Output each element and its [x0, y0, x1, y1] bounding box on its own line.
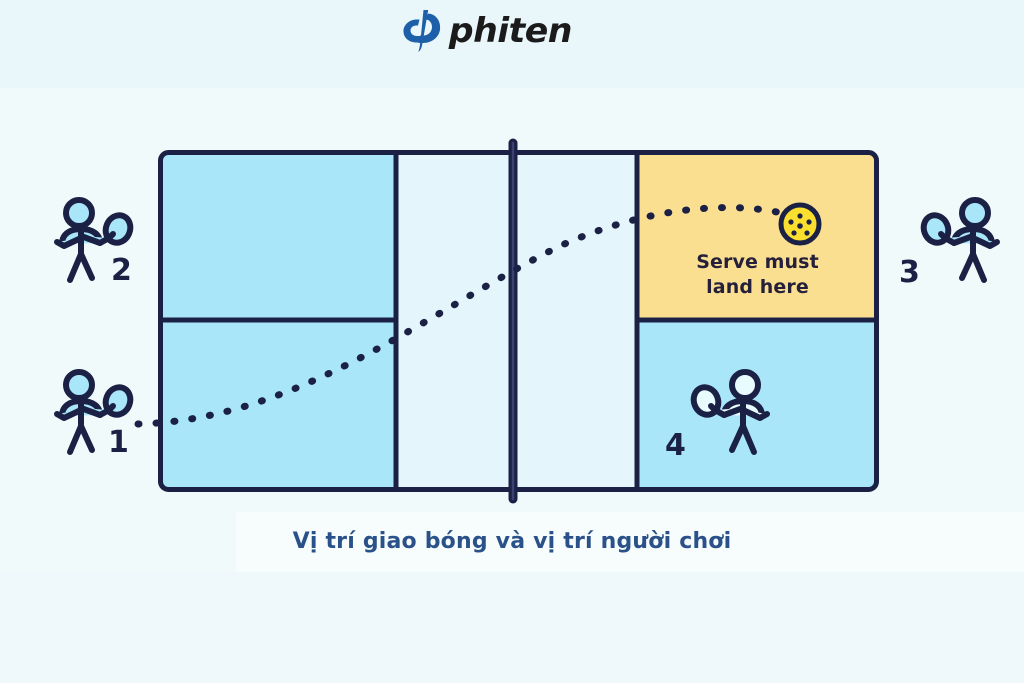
phiten-wordmark: phiten [448, 11, 573, 51]
header-background-band [0, 0, 1024, 88]
caption-background-panel [236, 512, 1024, 572]
serve-zone-note-line1: Serve must [696, 251, 819, 273]
serve-zone-note-line2: land here [706, 276, 809, 299]
player-2-number-label: 2 [111, 253, 132, 288]
serve-zone-note: Serve must land here [640, 250, 875, 301]
phiten-logo: phiten [398, 8, 638, 54]
player-4-number-label: 4 [665, 428, 686, 463]
player-3-number-label: 3 [899, 255, 920, 290]
footer-background-panel [0, 572, 1024, 683]
diagram-caption: Vị trí giao bóng và vị trí người chơi [292, 529, 732, 554]
phiten-phi-mark-icon [403, 10, 441, 52]
player-1-number-label: 1 [108, 425, 129, 460]
